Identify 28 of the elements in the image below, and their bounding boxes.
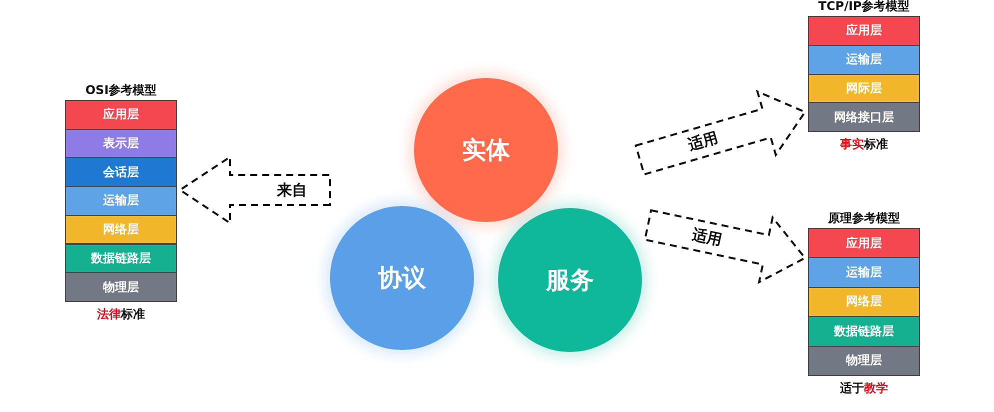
- layer-box: 会话层: [65, 157, 177, 188]
- layer-box: 数据链路层: [808, 316, 920, 347]
- circle-label: 实体: [462, 135, 510, 166]
- layer-box: 应用层: [808, 228, 920, 258]
- model-caption: 法律标准: [96, 306, 146, 323]
- layer-box: 物理层: [808, 346, 920, 376]
- layer-box: 数据链路层: [65, 244, 177, 274]
- layer-box: 应用层: [65, 100, 177, 130]
- model-heading: TCP/IP参考模型: [817, 0, 911, 15]
- layer-box: 运输层: [808, 257, 920, 288]
- layer-box: 网络层: [65, 214, 177, 244]
- layer-box: 运输层: [808, 44, 920, 75]
- layer-box: 表示层: [65, 128, 177, 158]
- layer-box: 运输层: [65, 186, 177, 216]
- layer-box: 网络接口层: [808, 102, 920, 132]
- layer-box: 网际层: [808, 74, 920, 104]
- block-arrow: [644, 209, 807, 284]
- layer-box: 网络层: [808, 286, 920, 318]
- circle-label: 协议: [378, 263, 426, 294]
- circle: [498, 208, 642, 352]
- layer-box: 物理层: [65, 272, 177, 302]
- model-heading: OSI参考模型: [84, 82, 158, 99]
- model-heading: 原理参考模型: [827, 210, 901, 227]
- model-caption: 适于教学: [839, 380, 889, 397]
- model-caption: 事实标准: [839, 136, 889, 154]
- circle-label: 服务: [546, 265, 594, 296]
- block-arrow: [634, 90, 806, 176]
- layer-box: 应用层: [808, 16, 920, 46]
